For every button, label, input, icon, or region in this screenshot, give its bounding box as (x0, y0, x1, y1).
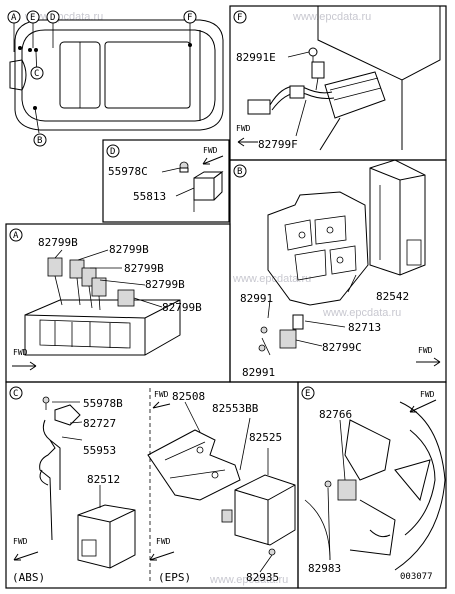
fwd-arrow: FWD (12, 348, 37, 371)
svg-text:FWD: FWD (154, 390, 169, 399)
watermark: www.epcdata.ru (322, 307, 401, 319)
diagram-id: 003077 (400, 572, 433, 582)
svg-text:FWD: FWD (418, 346, 433, 355)
part-number: 55953 (83, 444, 116, 457)
part-number: 55978B (83, 397, 123, 410)
panel-b: B 82542 82991 82713 82799C 82991 FWD (229, 159, 447, 383)
svg-text:C: C (34, 69, 39, 79)
panel-f: F 82991E 82799F FWD (229, 5, 447, 161)
part-number: 82799B (162, 301, 202, 314)
vehicle-overview: A E D F C B (7, 10, 224, 147)
part-number: 82991 (240, 292, 273, 305)
callout-f: F (183, 10, 197, 24)
fwd-arrow: FWD (13, 537, 39, 561)
part-number: 82713 (348, 321, 381, 334)
part-number: 82727 (83, 417, 116, 430)
callout-b: B (33, 133, 47, 147)
part-number: 82553BB (212, 402, 259, 415)
part-number: 82542 (376, 290, 409, 303)
panel-a-letter: A (13, 231, 19, 241)
part-number: 82799C (322, 341, 362, 354)
part-number: 82799B (145, 278, 185, 291)
part-number: 82799F (258, 138, 298, 151)
part-number: 82935 (246, 571, 279, 584)
panel-b-letter: B (237, 167, 242, 177)
callout-d: D (46, 10, 60, 24)
part-number: 82512 (87, 473, 120, 486)
fwd-arrow: FWD (416, 346, 441, 367)
part-number: 82525 (249, 431, 282, 444)
svg-text:FWD: FWD (13, 537, 28, 546)
svg-text:F: F (187, 13, 192, 23)
panel-c-letter: C (13, 389, 18, 399)
part-number: 82799B (109, 243, 149, 256)
part-number: 82799B (124, 262, 164, 275)
fwd-arrow: FWD (409, 390, 437, 413)
part-number: 82991E (236, 51, 276, 64)
svg-text:FWD: FWD (13, 348, 28, 357)
fwd-arrow: FWD (149, 537, 175, 561)
label-eps: (EPS) (158, 571, 191, 584)
panel-d: D 55978C 55813 FWD (102, 139, 230, 223)
panel-a: A 82799B 82799B 82799B 82799B 82799B FWD (5, 223, 231, 383)
panel-d-letter: D (110, 147, 115, 157)
panel-e: E 82766 82983 FWD (297, 381, 447, 589)
svg-text:FWD: FWD (203, 146, 218, 155)
svg-text:FWD: FWD (236, 124, 251, 133)
svg-text:FWD: FWD (156, 537, 171, 546)
callout-c: C (30, 66, 44, 80)
part-number: 82799B (38, 236, 78, 249)
svg-text:A: A (11, 13, 17, 23)
svg-text:FWD: FWD (420, 390, 435, 399)
panel-e-letter: E (305, 389, 310, 399)
fwd-arrow: FWD (202, 146, 224, 165)
watermark: www.epcdata.ru (232, 273, 311, 285)
part-number: 82983 (308, 562, 341, 575)
part-number: 82508 (172, 390, 205, 403)
svg-text:E: E (30, 13, 35, 23)
callout-a: A (7, 10, 21, 24)
part-number: 82991 (242, 366, 275, 379)
panel-f-letter: F (237, 13, 242, 23)
part-number: 55813 (133, 190, 166, 203)
svg-text:B: B (37, 136, 42, 146)
fwd-arrow: FWD (152, 390, 171, 409)
svg-text:D: D (50, 13, 55, 23)
watermark: www.epcdata.ru (292, 11, 371, 23)
watermark: www.epcdata.ru (209, 574, 288, 586)
fwd-arrow: FWD (236, 124, 258, 147)
part-number: 55978C (108, 165, 148, 178)
part-number: 82766 (319, 408, 352, 421)
callout-e: E (26, 10, 40, 24)
label-abs: (ABS) (12, 571, 45, 584)
panel-c: C 55978B 82727 55953 82512 (ABS) FWD (5, 381, 299, 589)
